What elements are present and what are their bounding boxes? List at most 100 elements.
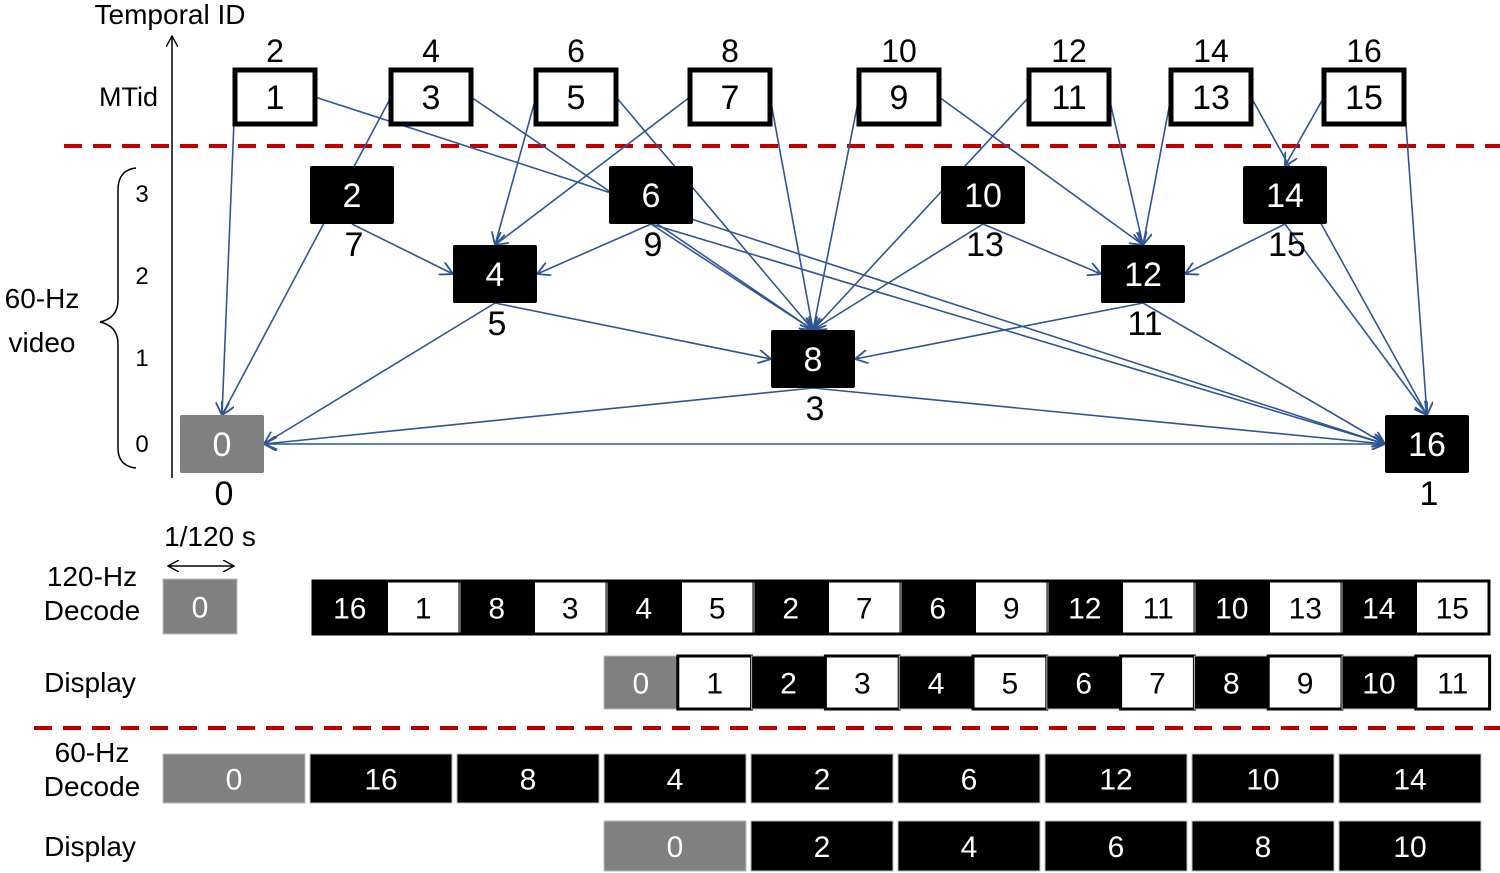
- cell-box: [897, 753, 1041, 804]
- frame-poc: 9: [890, 79, 909, 117]
- cell-value: 9: [1297, 668, 1314, 701]
- cell-value: 0: [192, 592, 209, 625]
- frame-decode-order: 4: [422, 33, 440, 69]
- frame-box: [388, 67, 474, 127]
- timeline-cell: 5: [679, 579, 756, 636]
- cell-value: 2: [814, 831, 831, 864]
- timeline-cell: 8: [1193, 655, 1269, 710]
- cell-box: [603, 753, 747, 804]
- cell-box: [603, 820, 747, 872]
- timeline-cell: 10: [1341, 655, 1417, 710]
- cell-value: 10: [1393, 831, 1426, 864]
- timeline-cell: 2: [750, 753, 894, 804]
- cell-box: [676, 654, 754, 711]
- cell-value: 6: [929, 593, 946, 626]
- cell-box: [1046, 655, 1122, 710]
- timeline-cell: 1: [385, 579, 462, 636]
- cell-box: [1191, 753, 1335, 804]
- reference-arrow: [1142, 302, 1385, 444]
- timeline-cell: 2: [750, 820, 894, 872]
- reference-arrow: [494, 302, 771, 359]
- frame-poc: 8: [804, 341, 823, 379]
- reference-arrow: [1143, 96, 1172, 245]
- cell-value: 12: [1068, 593, 1101, 626]
- display-120-label: Display: [44, 667, 136, 698]
- timeline-cell: 14: [1338, 753, 1482, 804]
- reference-arrow: [1108, 96, 1143, 245]
- cell-box: [1191, 820, 1335, 872]
- base-frame: 00: [180, 415, 264, 513]
- cell-box: [1341, 655, 1417, 710]
- cell-value: 6: [1075, 668, 1092, 701]
- frame-poc: 6: [642, 177, 661, 215]
- cell-value: 1: [415, 593, 432, 626]
- reference-arrow: [1185, 223, 1286, 274]
- base-frame: 83: [771, 330, 855, 428]
- timeline-cell: 4: [603, 753, 747, 804]
- cell-value: 10: [1215, 593, 1248, 626]
- group-label-line1: 60-Hz: [5, 283, 80, 314]
- cell-box: [456, 753, 600, 804]
- cell-box: [1414, 654, 1492, 711]
- frame-box: [1243, 166, 1327, 224]
- reference-arrow: [769, 96, 813, 330]
- decode-120-label-line2: Decode: [44, 595, 141, 626]
- level-label: 1: [135, 345, 148, 372]
- timeline-cell: 0: [603, 820, 747, 872]
- frame-decode-order: 14: [1193, 33, 1229, 69]
- frame-decode-order: 9: [644, 226, 663, 264]
- reference-arrow: [813, 96, 1030, 330]
- cell-value: 8: [1223, 668, 1240, 701]
- frame-poc: 16: [1408, 426, 1446, 464]
- cell-value: 4: [667, 764, 684, 797]
- cell-value: 14: [1393, 764, 1426, 797]
- frame-decode-order: 13: [966, 226, 1004, 264]
- frame-box: [609, 166, 693, 224]
- cell-box: [1044, 820, 1188, 872]
- frame-decode-order: 1: [1420, 475, 1439, 513]
- cell-box: [162, 753, 306, 804]
- cell-box: [750, 753, 894, 804]
- reference-arrow: [982, 223, 1101, 274]
- frame-box: [1321, 67, 1407, 127]
- timeline-cell: 0: [162, 753, 306, 804]
- group-label-line2: video: [9, 327, 76, 358]
- timeline-cell: 6: [897, 753, 1041, 804]
- cell-box: [1044, 753, 1188, 804]
- timeline-cell: 8: [456, 753, 600, 804]
- cell-value: 11: [1437, 668, 1468, 701]
- cell-box: [1338, 820, 1482, 872]
- reference-arrow: [222, 96, 392, 415]
- cell-box: [603, 655, 679, 710]
- timeline-cell: 2: [751, 655, 826, 710]
- frame-poc: 15: [1345, 79, 1383, 117]
- frame-box: [1385, 415, 1469, 473]
- frame-poc: 0: [213, 426, 232, 464]
- cell-box: [459, 580, 534, 635]
- timeline-cell: 3: [532, 579, 609, 636]
- cell-box: [1120, 579, 1197, 636]
- frame-poc: 14: [1266, 177, 1304, 215]
- frame-decode-order: 6: [567, 33, 585, 69]
- timeline-cell: 6: [900, 580, 975, 635]
- timeline-cell: 3: [823, 654, 901, 711]
- timeline-cell: 10: [1338, 820, 1482, 872]
- frame-decode-order: 12: [1051, 33, 1087, 69]
- cell-box: [309, 753, 453, 804]
- cell-value: 10: [1246, 764, 1279, 797]
- timeline-cell: 11: [1120, 579, 1197, 636]
- timeline-cell: 4: [898, 655, 974, 710]
- display-60-label: Display: [44, 831, 136, 862]
- timeline-cell: 12: [1047, 580, 1122, 635]
- cell-value: 9: [1003, 593, 1020, 626]
- reference-arrow: [1403, 96, 1427, 415]
- frame-poc: 7: [721, 79, 740, 117]
- cell-value: 0: [667, 831, 684, 864]
- cell-value: 3: [562, 593, 579, 626]
- frame-box: [453, 245, 537, 303]
- frame-poc: 1: [266, 79, 285, 117]
